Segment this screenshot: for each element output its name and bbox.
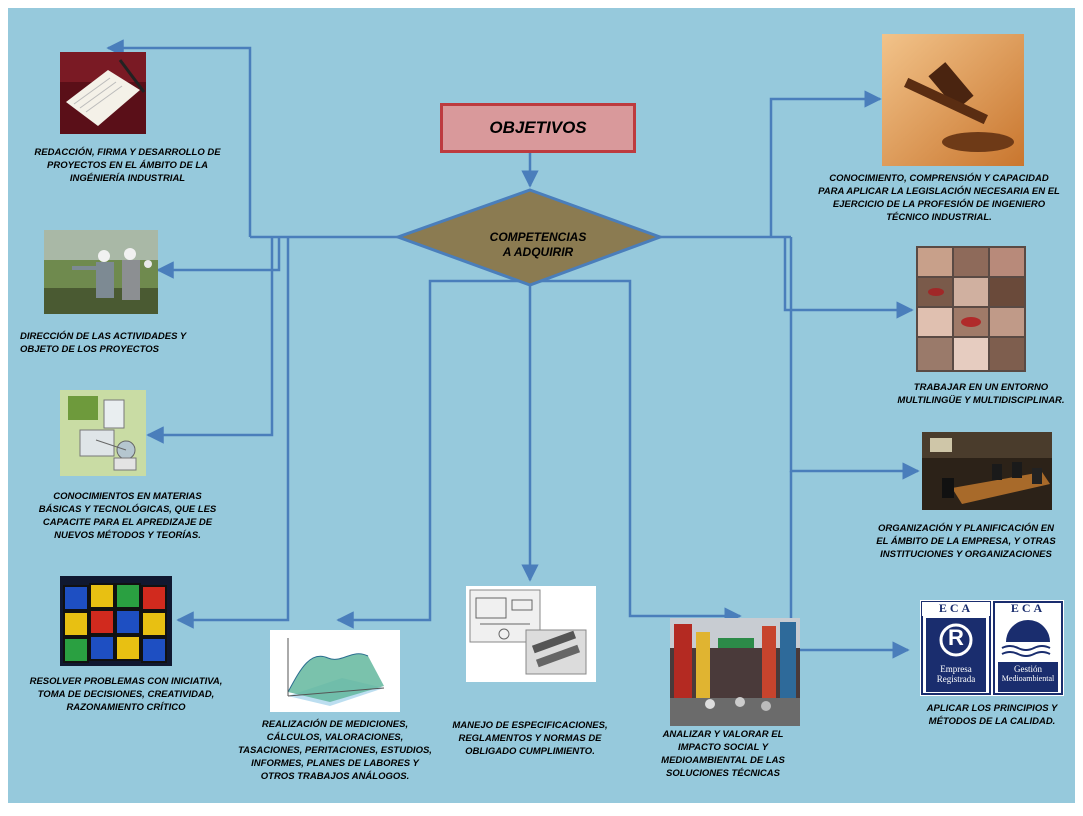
eca-right-line1: Gestión (1014, 664, 1042, 674)
technical-drawings-image (466, 586, 596, 682)
caption-organizacion: ORGANIZACIÓN Y PLANIFICACIÓN EN EL ÁMBIT… (876, 523, 1056, 560)
city-street-photo (670, 618, 800, 726)
3d-surface-graph-image (270, 630, 400, 712)
center-label: COMPETENCIAS A ADQUIRIR (489, 230, 587, 259)
caption-conocimientos: CONOCIMIENTOS EN MATERIAS BÁSICAS Y TECN… (38, 491, 217, 541)
engineers-on-site-photo (44, 230, 158, 314)
connector-analizar (530, 279, 742, 625)
connector-mediciones (336, 279, 530, 629)
eca-certification-logos: ECA ECA R Empresa Registrada Gestión Med… (920, 600, 1064, 696)
eca-left-line2: Registrada (936, 674, 976, 684)
connector-multilingue (783, 237, 914, 319)
technology-collage-photo (60, 390, 146, 476)
caption-redaccion: REDACCIÓN, FIRMA Y DESARROLLO DE PROYECT… (34, 147, 221, 184)
caption-legislacion: CONOCIMIENTO, COMPRENSIÓN Y CAPACIDAD PA… (818, 173, 1060, 223)
caption-analizar: ANALIZAR Y VALORAR EL IMPACTO SOCIAL Y M… (661, 729, 785, 779)
eca-left-r-letter: R (948, 625, 964, 650)
connector-legislacion (769, 90, 882, 237)
rubiks-cube-photo (60, 576, 172, 666)
diagram-canvas: OBJETIVOS COMPETENCIAS A ADQUIRIR REDACC… (8, 8, 1075, 803)
gavel-photo (882, 34, 1024, 166)
caption-calidad: APLICAR LOS PRINCIPIOS Y MÉTODOS DE LA C… (926, 703, 1058, 727)
caption-multilingue: TRABAJAR EN UN ENTORNO MULTILINGÜE Y MUL… (897, 382, 1065, 406)
connector-direccion (156, 237, 281, 279)
connector-organizacion (789, 237, 920, 480)
connector-resolver (176, 237, 290, 629)
caption-resolver: RESOLVER PROBLEMAS CON INICIATIVA, TOMA … (29, 676, 223, 713)
eca-left-header: ECA (938, 601, 974, 615)
connector-conocimientos (146, 237, 274, 444)
connector-redaccion (106, 39, 252, 237)
objetivos-title: OBJETIVOS (440, 103, 636, 153)
document-signing-photo (60, 52, 146, 134)
meeting-room-photo (922, 432, 1052, 510)
eca-left-line1: Empresa (940, 664, 972, 674)
caption-direccion: DIRECCIÓN DE LAS ACTIVIDADES Y OBJETO DE… (20, 331, 187, 355)
caption-mediciones: REALIZACIÓN DE MEDICIONES, CÁLCULOS, VAL… (238, 719, 432, 782)
center-diamond (393, 188, 665, 287)
eca-right-header: ECA (1010, 601, 1046, 615)
faces-collage-photo (916, 246, 1026, 372)
caption-manejo: MANEJO DE ESPECIFICACIONES, REGLAMENTOS … (452, 720, 608, 757)
eca-right-line2: Medioambiental (1001, 674, 1055, 683)
